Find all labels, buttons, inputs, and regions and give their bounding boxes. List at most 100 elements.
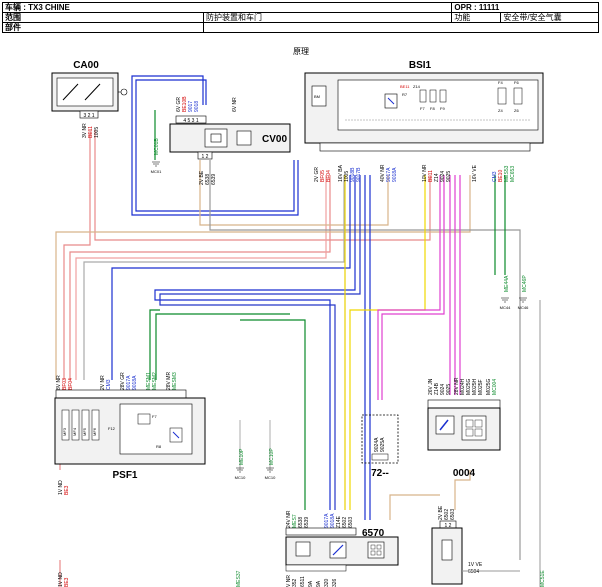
svg-text:9024A: 9024A (374, 437, 380, 452)
svg-text:BE11: BE11 (400, 84, 410, 89)
bsi1-inner (337, 79, 539, 131)
svg-text:ME44A: ME44A (504, 275, 510, 292)
wire-grey-2 (83, 175, 345, 380)
svg-text:9A: 9A (316, 580, 322, 587)
svg-text:9024: 9024 (440, 384, 446, 395)
svg-text:MESM1: MESM1 (146, 372, 152, 390)
svg-text:BE3: BE3 (64, 485, 70, 495)
bsi1-fuse-f7 (419, 89, 427, 103)
svg-text:Z14E: Z14E (336, 515, 342, 528)
m6570-display (367, 541, 385, 559)
cv00-bottom-pin-numbers: 1 2 (202, 154, 209, 160)
m6570-connector-icon (295, 541, 311, 557)
mc10-ground-icon (266, 467, 274, 473)
cv00-top-pins (175, 115, 207, 124)
svg-text:352: 352 (292, 578, 298, 587)
svg-text:6539: 6539 (304, 517, 310, 528)
m72-body (361, 414, 399, 464)
wire-pink-bf05 (69, 175, 331, 380)
module-bsi1: BSI1 BM R7 F7 F8 F9 Z14 BE11 Z4 Z6 F4 F6… (304, 60, 544, 182)
psf1-connector-strip (55, 389, 187, 399)
ca00-wire-be11: BE11 (88, 126, 94, 138)
svg-text:M025G: M025G (466, 378, 472, 395)
wire-green-psf2 (155, 313, 290, 380)
wire-blue-9018a (159, 175, 361, 510)
cv00-wire-6vgr: 6V GR (176, 97, 182, 112)
ca00-title: CA00 (73, 60, 99, 71)
svg-text:6503: 6503 (348, 517, 354, 528)
m0004-connector-strip (427, 399, 501, 409)
wire-beige-2 (55, 175, 471, 380)
ca00-switch-2 (84, 83, 101, 101)
bsi1-fuse-f8 (429, 89, 437, 103)
svg-text:MC46P: MC46P (522, 275, 528, 292)
svg-text:F8: F8 (430, 106, 435, 111)
svg-text:320: 320 (324, 578, 330, 587)
svg-text:BF04: BF04 (68, 378, 74, 390)
right-conn-resistor-icon (441, 539, 453, 561)
svg-text:V NR: V NR (286, 575, 292, 587)
svg-text:MES53: MES53 (504, 165, 510, 182)
psf1-fuse-mf6 (91, 409, 100, 441)
svg-text:R8: R8 (156, 444, 162, 449)
svg-text:MF4: MF4 (72, 427, 77, 436)
left-bottom-wire-1vnd: 1V ND (58, 572, 64, 587)
svg-text:28V GR: 28V GR (120, 372, 126, 390)
svg-text:R7: R7 (402, 92, 408, 97)
svg-text:9A: 9A (308, 580, 314, 587)
wire-green-6570 (240, 319, 306, 510)
svg-text:1V ND: 1V ND (58, 480, 64, 495)
wire-red-be11b (94, 130, 431, 241)
svg-text:9017B: 9017B (356, 167, 362, 182)
wire-pink-bf04 (75, 175, 327, 380)
svg-text:26V JN: 26V JN (428, 378, 434, 395)
wire-blue-9017a (154, 175, 356, 510)
wire-red-be11 (63, 130, 91, 380)
m6570-connector-strip (285, 527, 357, 536)
ca00-wire-1005: 1005 (94, 127, 100, 138)
svg-text:1V VE: 1V VE (468, 562, 483, 568)
svg-text:9017A: 9017A (386, 167, 392, 182)
psf1-fuse-mf5 (81, 409, 90, 441)
svg-text:M024H: M024H (460, 378, 466, 395)
svg-text:6504: 6504 (468, 569, 479, 575)
mes37-label: MES37 (236, 570, 242, 587)
m0004-seatbelt-icon (435, 415, 455, 435)
svg-text:2V NR: 2V NR (100, 375, 106, 390)
module-72: 9024A 9025A 72-- (361, 414, 399, 479)
svg-text:24V NR: 24V NR (286, 510, 292, 528)
ca00-wire-3vnr: 3V NR (82, 123, 88, 138)
svg-text:9025A: 9025A (380, 437, 386, 452)
svg-text:MC10P: MC10P (269, 448, 275, 465)
svg-text:9017A: 9017A (126, 375, 132, 390)
svg-text:MC10: MC10 (265, 475, 276, 480)
svg-text:MESM3: MESM3 (172, 372, 178, 390)
wire-beige-6570 (389, 494, 440, 520)
ground-mc10: MC10P MC10 (265, 448, 276, 480)
svg-text:16V BA: 16V BA (338, 164, 344, 182)
svg-text:M025F: M025F (478, 379, 484, 395)
bsi1-fuse-f4 (497, 87, 507, 105)
ground-me10: ME10P MC10 (235, 448, 246, 480)
svg-text:ME10P: ME10P (239, 448, 245, 465)
wire-blue-cm3 (111, 175, 351, 380)
svg-text:6502: 6502 (342, 517, 348, 528)
bsi1-connector-strip (319, 142, 531, 152)
svg-text:BM: BM (314, 94, 320, 99)
me10-ground-icon (236, 467, 244, 473)
svg-text:F9: F9 (440, 106, 445, 111)
svg-text:Z14B: Z14B (434, 382, 440, 395)
svg-text:8V NR: 8V NR (56, 375, 62, 390)
svg-text:MF6: MF6 (92, 427, 97, 436)
svg-text:9025: 9025 (446, 171, 452, 182)
svg-text:9018A: 9018A (132, 375, 138, 390)
svg-text:BF04: BF04 (326, 170, 332, 182)
m0004-title: 0004 (453, 468, 476, 479)
cv00-inner (204, 128, 228, 148)
svg-text:BF03: BF03 (62, 378, 68, 390)
mc01-label: MC01 (151, 169, 162, 174)
module-0004: 26V JN Z14B 9024 9025 28V NR M024H M025G… (427, 377, 501, 479)
bsi1-fuse-f6 (513, 87, 523, 105)
wire-magenta-9025a (381, 175, 445, 400)
mc51e-label: MC51E (540, 570, 546, 587)
